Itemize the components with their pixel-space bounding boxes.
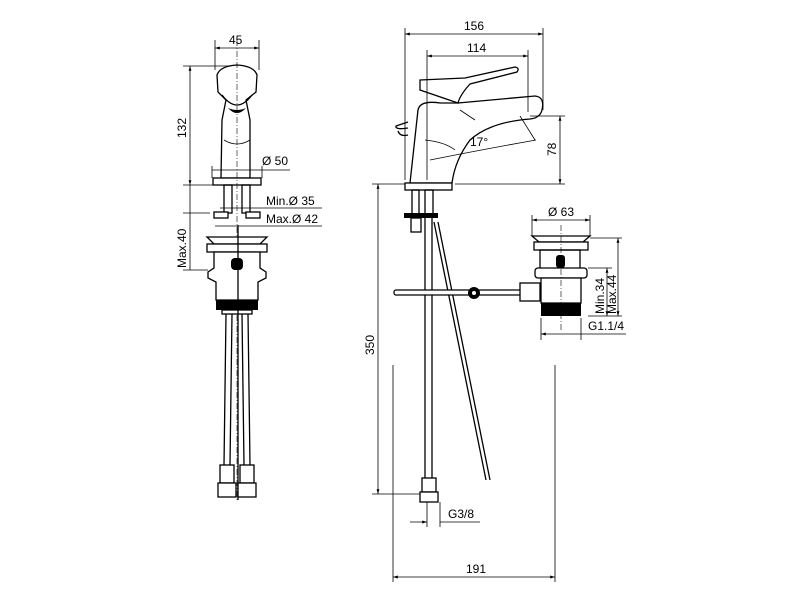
dim-350: 350 [363,335,377,355]
side-view: 17° [363,19,626,582]
dim-156: 156 [464,19,484,33]
dim-max-40: Max.40 [175,228,189,268]
dim-g1-1-4: G1.1/4 [588,319,624,333]
waste-side [519,225,592,330]
front-view: 45 132 Ø 50 Min.Ø 35 Max.Ø 42 Max.40 [175,33,322,500]
waste-front [205,236,269,315]
dim-132: 132 [175,118,189,138]
dim-min-dia-35: Min.Ø 35 [266,194,315,208]
dim-114: 114 [467,41,486,55]
dim-45: 45 [229,33,243,47]
faucet-body-side: 17° [395,66,544,233]
dim-dia-50: Ø 50 [262,154,288,168]
supply-hoses-side [419,218,491,503]
dim-max-dia-42: Max.Ø 42 [266,212,318,226]
dim-max-44: Max.44 [605,274,619,314]
dim-angle-17: 17° [470,135,488,149]
pop-up-rod [393,287,523,299]
dim-g3-8: G3/8 [448,507,474,521]
supply-hoses-front [217,225,257,500]
dim-dia-63: Ø 63 [548,205,574,219]
dim-191: 191 [466,562,486,576]
dim-78: 78 [545,142,559,156]
dim-min-34: Min.34 [593,278,607,314]
